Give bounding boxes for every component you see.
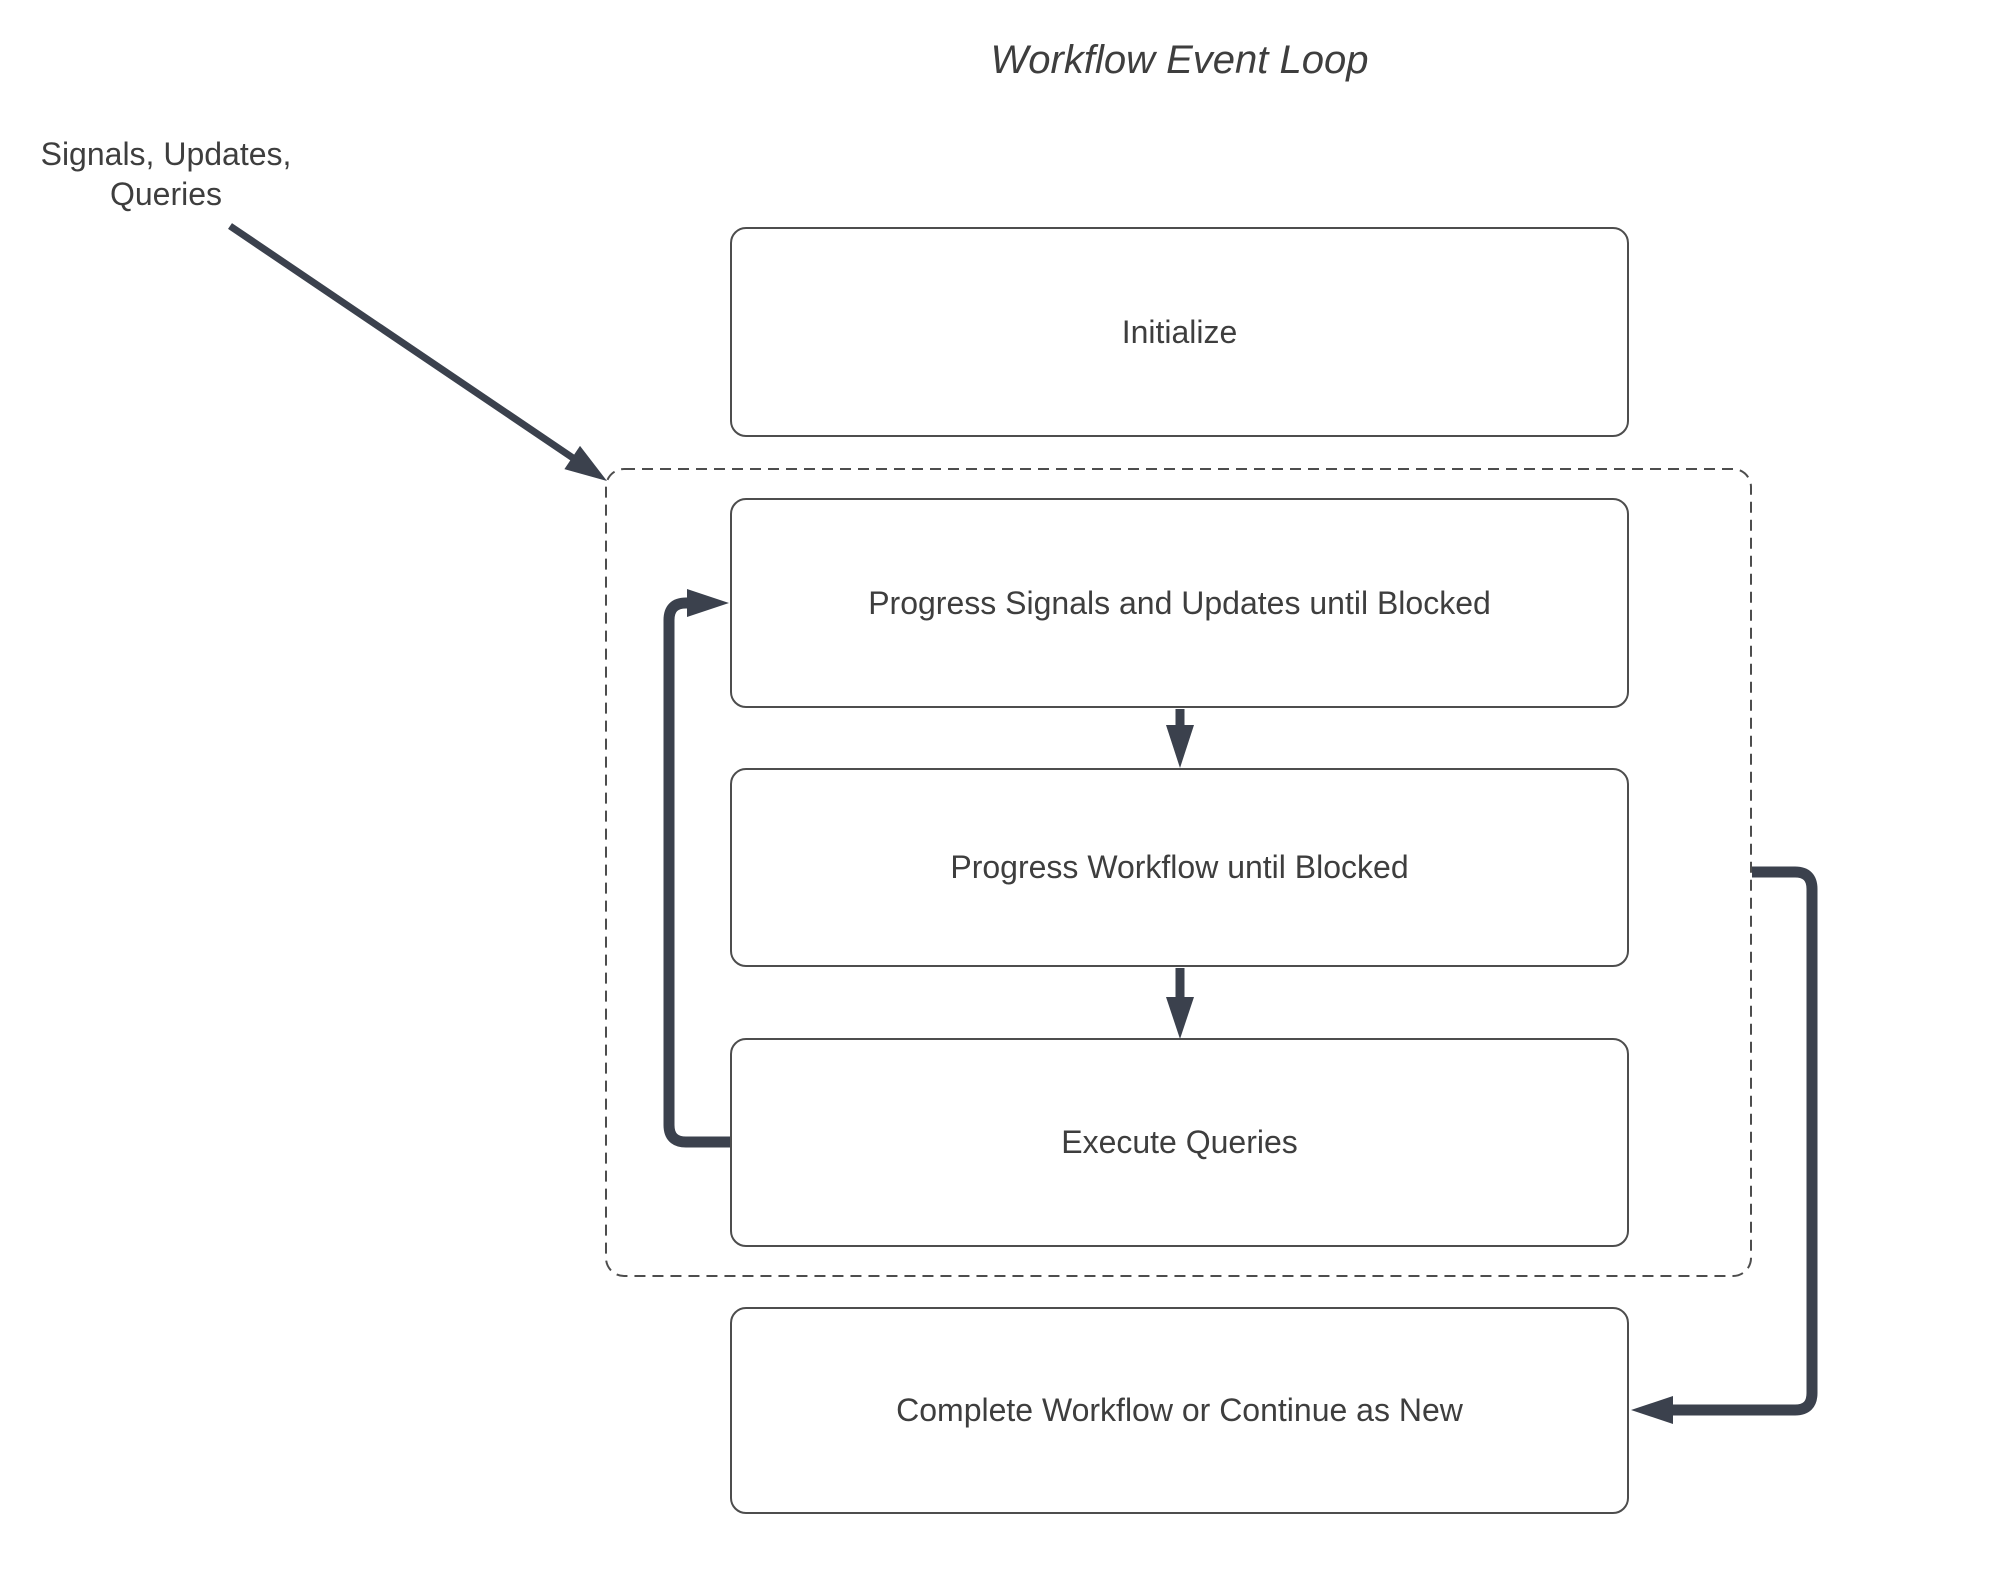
node-complete: Complete Workflow or Continue as New <box>730 1307 1629 1514</box>
signals-arrow-head-icon <box>564 445 607 481</box>
node-progress-workflow-label: Progress Workflow until Blocked <box>950 849 1409 885</box>
signals-annotation-line2: Queries <box>109 176 223 212</box>
diagram-title: Workflow Event Loop <box>990 38 1369 82</box>
loop-back-arrow-head-icon <box>687 589 729 617</box>
signals-annotation: Signals, Updates, Queries <box>16 134 316 214</box>
down-arrow-1 <box>1166 709 1194 768</box>
signals-annotation-line1: Signals, Updates, <box>40 136 292 172</box>
node-progress-workflow: Progress Workflow until Blocked <box>730 768 1629 967</box>
node-initialize: Initialize <box>730 227 1629 437</box>
node-progress-signals-label: Progress Signals and Updates until Block… <box>868 584 1491 621</box>
node-execute-queries-label: Execute Queries <box>1061 1124 1298 1160</box>
signals-arrow <box>228 223 607 481</box>
node-progress-signals: Progress Signals and Updates until Block… <box>730 498 1629 708</box>
down-arrow-1-head-icon <box>1166 725 1194 768</box>
down-arrow-2-head-icon <box>1166 997 1194 1039</box>
loop-back-arrow <box>663 589 730 1148</box>
node-complete-label: Complete Workflow or Continue as New <box>896 1392 1463 1428</box>
down-arrow-2 <box>1166 968 1194 1039</box>
node-execute-queries: Execute Queries <box>730 1038 1629 1247</box>
loop-back-arrow-line <box>663 597 730 1148</box>
continue-arrow-head-icon <box>1631 1396 1673 1424</box>
signals-arrow-line <box>228 223 575 461</box>
node-initialize-label: Initialize <box>1121 313 1238 350</box>
continue-arrow-line <box>1673 866 1818 1416</box>
continue-arrow <box>1631 866 1818 1424</box>
